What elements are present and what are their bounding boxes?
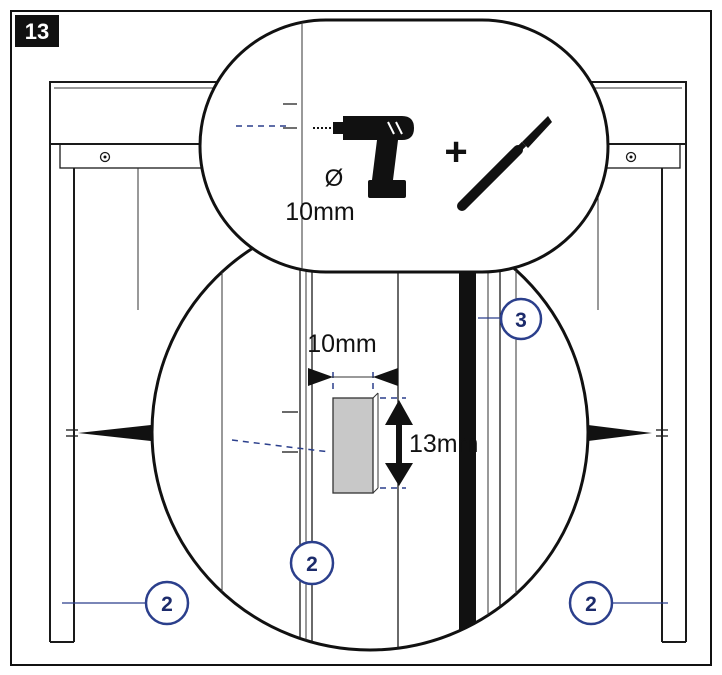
callout-2-right-circle	[568, 580, 614, 626]
drill-icon	[313, 116, 414, 198]
chisel-blade	[522, 116, 552, 148]
drill-body	[343, 116, 414, 140]
recess-edge-bottom	[372, 487, 379, 494]
plus-icon: +	[444, 130, 467, 174]
width-label: 10mm	[307, 330, 376, 358]
callout-3-label: 3	[515, 309, 527, 332]
drill-handle	[372, 140, 398, 180]
black-rail	[459, 214, 476, 650]
drill-vent-2	[395, 121, 403, 135]
height-arrow-top	[385, 400, 413, 425]
diameter-symbol: Ø	[325, 165, 344, 192]
screw-left-dot	[103, 155, 107, 159]
tool-bubble	[198, 18, 610, 274]
callout-2-left-label: 2	[161, 593, 173, 616]
screw-right-dot	[629, 155, 633, 159]
height-arrow-bottom	[385, 463, 413, 486]
callout-2-right: 2	[568, 580, 668, 626]
callout-2-left-circle	[144, 580, 190, 626]
recess-cutout	[332, 397, 374, 494]
width-arrow-left	[308, 368, 333, 386]
pointer-wedge-left	[78, 424, 160, 442]
chisel-ferrule	[515, 141, 527, 153]
recess-edge-top	[372, 392, 379, 399]
step-badge-bg	[15, 15, 59, 47]
height-label: 13mm	[409, 430, 478, 458]
drill-vent-1	[387, 121, 395, 135]
panel-frame	[10, 10, 712, 666]
step-number: 13	[25, 19, 49, 44]
drill-chuck	[333, 122, 343, 134]
drill-battery	[368, 180, 406, 198]
callout-3: 3	[499, 297, 543, 341]
screw-right-icon	[625, 151, 637, 163]
step-badge: 13	[15, 15, 59, 47]
callout-2-detail: 2	[289, 540, 335, 586]
pointer-wedge-right	[580, 424, 652, 442]
callout-2-detail-circle	[289, 540, 335, 586]
width-arrow-right	[373, 368, 398, 386]
chisel-icon	[457, 116, 552, 211]
callout-3-circle	[499, 297, 543, 341]
guide-dashed-line	[231, 439, 331, 453]
diameter-value: 10mm	[285, 198, 354, 226]
chisel-handle	[457, 145, 523, 211]
tool-bubble-content	[236, 20, 303, 272]
callout-2-detail-label: 2	[306, 553, 318, 576]
detail-content: 10mm 13mm	[221, 214, 517, 650]
callout-2-left: 2	[62, 580, 190, 626]
screw-left-icon	[99, 151, 111, 163]
callout-2-right-label: 2	[585, 593, 597, 616]
